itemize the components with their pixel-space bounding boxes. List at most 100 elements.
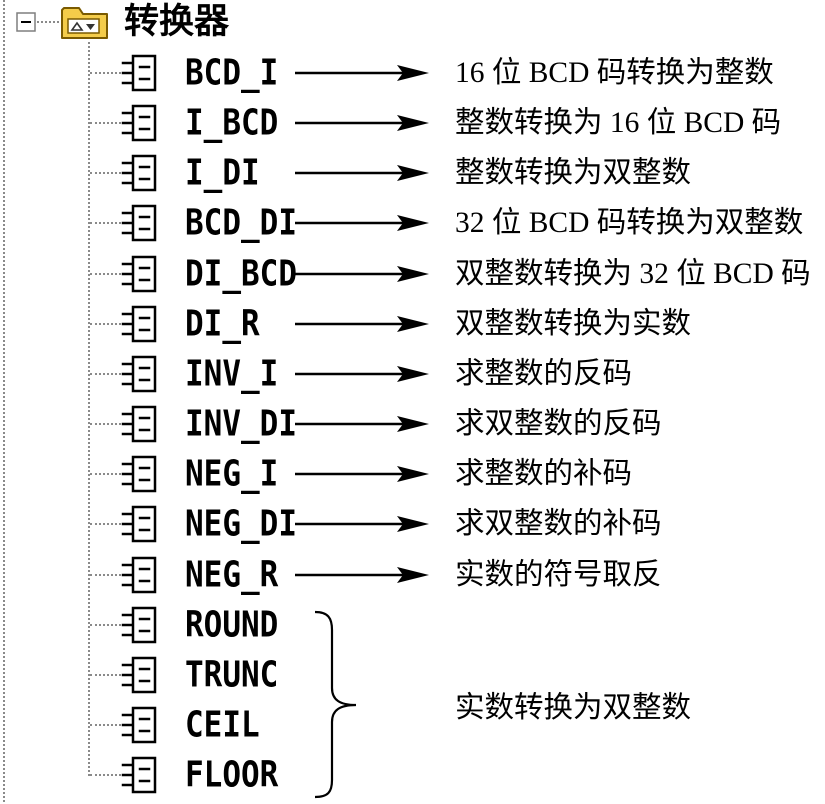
arrow-right-icon bbox=[294, 364, 430, 384]
folder-icon bbox=[60, 4, 110, 40]
function-block-icon bbox=[120, 103, 164, 143]
tree-branch-line bbox=[90, 222, 121, 225]
tree-branch-line bbox=[90, 172, 121, 175]
arrow-right-icon bbox=[294, 464, 430, 484]
tree-row: TRUNC bbox=[0, 650, 825, 700]
tree-item-bcd-di[interactable]: BCD_DI bbox=[120, 198, 297, 248]
tree-row: INV_DI 求双整数的反码 bbox=[0, 399, 825, 449]
annotation-text: 求整数的反码 bbox=[455, 357, 633, 390]
function-block-icon bbox=[120, 555, 164, 595]
function-block-icon bbox=[120, 755, 164, 795]
tree-branch-line bbox=[90, 723, 121, 726]
function-block-icon bbox=[120, 53, 164, 93]
tree-item-label: I_BCD bbox=[185, 102, 279, 144]
tree-item-label: BCD_DI bbox=[185, 202, 297, 245]
arrow-right-icon bbox=[294, 565, 430, 585]
tree-item-label: NEG_DI bbox=[185, 503, 297, 546]
function-block-icon bbox=[120, 304, 164, 344]
tree-item-floor[interactable]: FLOOR bbox=[120, 750, 278, 800]
annotation-text: 求整数的补码 bbox=[455, 458, 633, 491]
annotation-text: 16 位 BCD 码转换为整数 bbox=[455, 57, 774, 89]
function-block-icon bbox=[120, 254, 164, 294]
tree-row: NEG_R 实数的符号取反 bbox=[0, 550, 825, 600]
annotation-text: 求双整数的反码 bbox=[455, 408, 662, 441]
function-block-icon bbox=[120, 705, 164, 745]
tree-row: DI_BCD 双整数转换为 32 位 BCD 码 bbox=[0, 249, 825, 299]
tree-branch-line bbox=[90, 523, 121, 526]
arrow-right-icon bbox=[294, 163, 430, 183]
tree-row: DI_R 双整数转换为实数 bbox=[0, 299, 825, 349]
arrow-right-icon bbox=[294, 213, 430, 233]
tree-branch-line bbox=[90, 774, 121, 777]
arrow-right-icon bbox=[294, 314, 430, 334]
tree-item-label: I_DI bbox=[185, 152, 260, 194]
tree-row: I_DI 整数转换为双整数 bbox=[0, 148, 825, 198]
tree-row: FLOOR bbox=[0, 750, 825, 800]
tree-branch-line bbox=[90, 122, 121, 125]
tree-item-inv-i[interactable]: INV_I bbox=[120, 349, 278, 399]
group-annotation-text: 实数转换为双整数 bbox=[455, 692, 692, 724]
tree-item-label: TRUNC bbox=[185, 654, 279, 696]
tree-item-label: DI_BCD bbox=[185, 252, 297, 295]
tree-item-bcd-i[interactable]: BCD_I bbox=[120, 48, 278, 98]
annotation-text: 双整数转换为 32 位 BCD 码 bbox=[455, 257, 811, 290]
tree-row: NEG_DI 求双整数的补码 bbox=[0, 499, 825, 549]
tree-item-di-r[interactable]: DI_R bbox=[120, 299, 260, 349]
function-block-icon bbox=[120, 655, 164, 695]
tree-branch-line bbox=[90, 372, 121, 375]
function-block-icon bbox=[120, 153, 164, 193]
function-block-icon bbox=[120, 203, 164, 243]
tree-item-i-bcd[interactable]: I_BCD bbox=[120, 98, 278, 148]
tree-item-ceil[interactable]: CEIL bbox=[120, 700, 260, 750]
tree-branch-line bbox=[90, 423, 121, 426]
arrow-right-icon bbox=[294, 264, 430, 284]
tree-item-label: FLOOR bbox=[185, 754, 279, 796]
tree-root-converter[interactable]: 转换器 bbox=[60, 0, 229, 44]
function-block-icon bbox=[120, 404, 164, 444]
annotation-text: 32 位 BCD 码转换为双整数 bbox=[455, 207, 804, 240]
arrow-right-icon bbox=[294, 414, 430, 434]
function-block-icon bbox=[120, 504, 164, 544]
tree-row: INV_I 求整数的反码 bbox=[0, 349, 825, 399]
tree-item-inv-di[interactable]: INV_DI bbox=[120, 399, 297, 449]
annotation-text: 求双整数的补码 bbox=[455, 508, 662, 541]
tree-item-label: NEG_R bbox=[185, 553, 279, 596]
tree-branch-line bbox=[90, 272, 121, 275]
annotation-text: 整数转换为双整数 bbox=[455, 157, 692, 190]
annotation-text: 整数转换为 16 位 BCD 码 bbox=[455, 107, 782, 140]
arrow-right-icon bbox=[294, 514, 430, 534]
function-block-icon bbox=[120, 454, 164, 494]
arrow-right-icon bbox=[294, 63, 430, 83]
tree-branch-line bbox=[90, 573, 121, 576]
annotation-text: 双整数转换为实数 bbox=[455, 307, 692, 340]
tree-item-label: INV_DI bbox=[185, 403, 297, 445]
tree-item-round[interactable]: ROUND bbox=[120, 600, 278, 650]
tree-root-label: 转换器 bbox=[124, 2, 230, 42]
tree-item-neg-i[interactable]: NEG_I bbox=[120, 449, 278, 499]
tree-branch-line bbox=[90, 322, 121, 325]
tree-branch-line bbox=[90, 72, 121, 74]
tree-item-neg-r[interactable]: NEG_R bbox=[120, 550, 278, 600]
tree-item-di-bcd[interactable]: DI_BCD bbox=[120, 249, 297, 299]
tree-row: BCD_I 16 位 BCD 码转换为整数 bbox=[0, 48, 825, 98]
tree-item-i-di[interactable]: I_DI bbox=[120, 148, 260, 198]
tree-row: I_BCD 整数转换为 16 位 BCD 码 bbox=[0, 98, 825, 148]
tree-item-label: CEIL bbox=[185, 704, 260, 746]
tree-row: BCD_DI 32 位 BCD 码转换为双整数 bbox=[0, 198, 825, 248]
tree-item-label: BCD_I bbox=[185, 52, 279, 94]
tree-row: NEG_I 求整数的补码 bbox=[0, 449, 825, 499]
function-block-icon bbox=[120, 354, 164, 394]
tree-item-label: INV_I bbox=[185, 353, 279, 395]
tree-branch-line bbox=[90, 623, 121, 626]
arrow-right-icon bbox=[294, 113, 430, 133]
collapse-minus-icon[interactable] bbox=[16, 12, 36, 32]
function-block-icon bbox=[120, 605, 164, 645]
tree-branch-line bbox=[90, 473, 121, 476]
right-brace-icon bbox=[310, 608, 362, 800]
tree-item-neg-di[interactable]: NEG_DI bbox=[120, 499, 297, 549]
tree-item-trunc[interactable]: TRUNC bbox=[120, 650, 278, 700]
tree-branch-line bbox=[90, 673, 121, 676]
tree-row: CEIL bbox=[0, 700, 825, 750]
tree-item-label: DI_R bbox=[185, 303, 260, 345]
tree-item-label: ROUND bbox=[185, 603, 279, 646]
